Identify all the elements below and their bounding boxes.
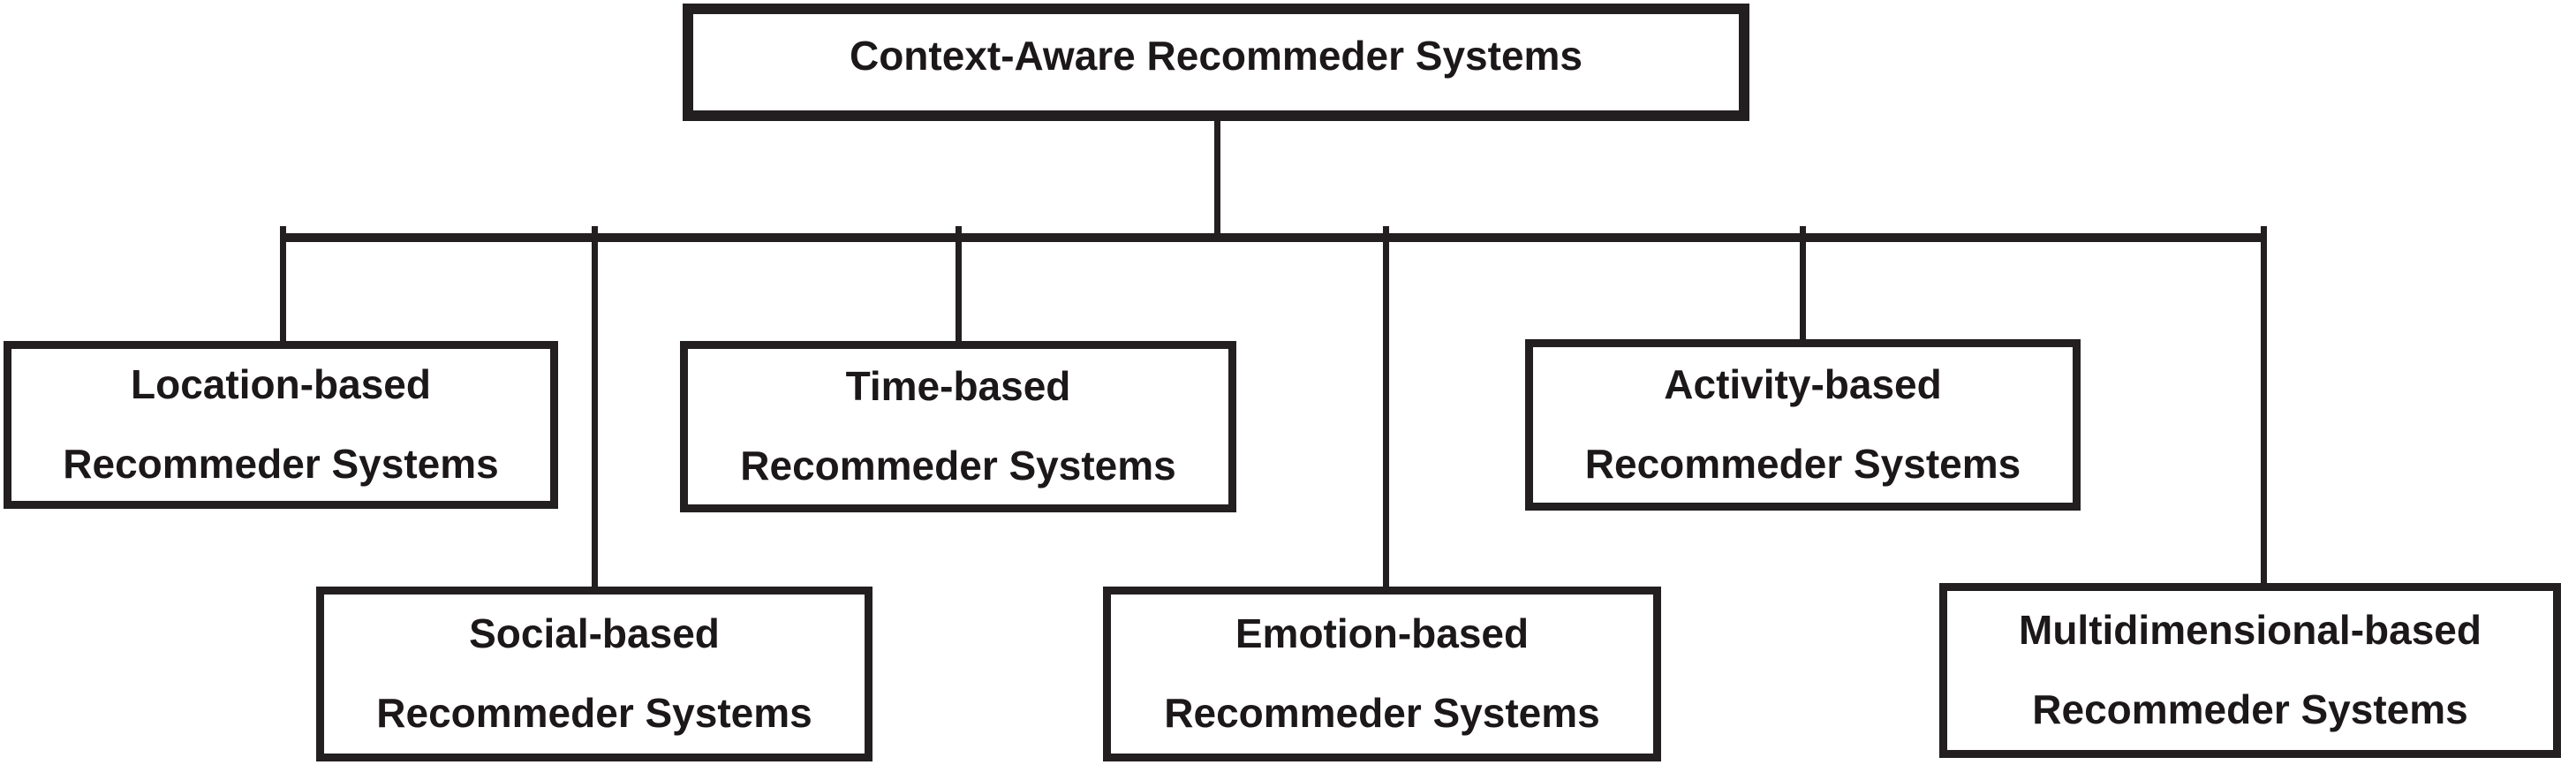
node-time-label-line2: Recommeder Systems xyxy=(740,443,1176,489)
node-social-based: Social-based Recommeder Systems xyxy=(316,587,873,761)
node-social-label-line1: Social-based xyxy=(469,610,720,657)
connector-drop-multidimensional xyxy=(2261,226,2267,587)
node-activity-label-line2: Recommeder Systems xyxy=(1584,441,2021,487)
node-multidimensional-based: Multidimensional-based Recommeder System… xyxy=(1939,583,2561,758)
node-root-label: Context-Aware Recommeder Systems xyxy=(849,32,1583,79)
node-root: Context-Aware Recommeder Systems xyxy=(683,4,1749,121)
node-emotion-label-line1: Emotion-based xyxy=(1235,610,1530,657)
node-activity-based: Activity-based Recommeder Systems xyxy=(1525,339,2081,511)
connector-horizontal-bus xyxy=(280,233,2267,242)
node-location-label-line1: Location-based xyxy=(131,361,431,408)
connector-root-stem xyxy=(1214,119,1220,238)
node-multidimensional-label-line2: Recommeder Systems xyxy=(2032,686,2468,732)
node-multidimensional-label-line1: Multidimensional-based xyxy=(2019,607,2482,654)
connector-drop-social xyxy=(592,226,598,590)
connector-drop-emotion xyxy=(1383,226,1389,590)
connector-drop-activity xyxy=(1800,226,1806,343)
node-emotion-label-line2: Recommeder Systems xyxy=(1164,690,1600,736)
node-activity-label-line1: Activity-based xyxy=(1664,361,1942,408)
node-location-label-line2: Recommeder Systems xyxy=(63,441,499,487)
node-time-based: Time-based Recommeder Systems xyxy=(680,341,1236,512)
node-social-label-line2: Recommeder Systems xyxy=(376,690,812,736)
node-emotion-based: Emotion-based Recommeder Systems xyxy=(1103,587,1661,761)
node-location-based: Location-based Recommeder Systems xyxy=(4,341,558,509)
node-time-label-line1: Time-based xyxy=(845,363,1071,410)
connector-drop-time xyxy=(956,226,962,345)
connector-drop-location xyxy=(280,226,286,345)
